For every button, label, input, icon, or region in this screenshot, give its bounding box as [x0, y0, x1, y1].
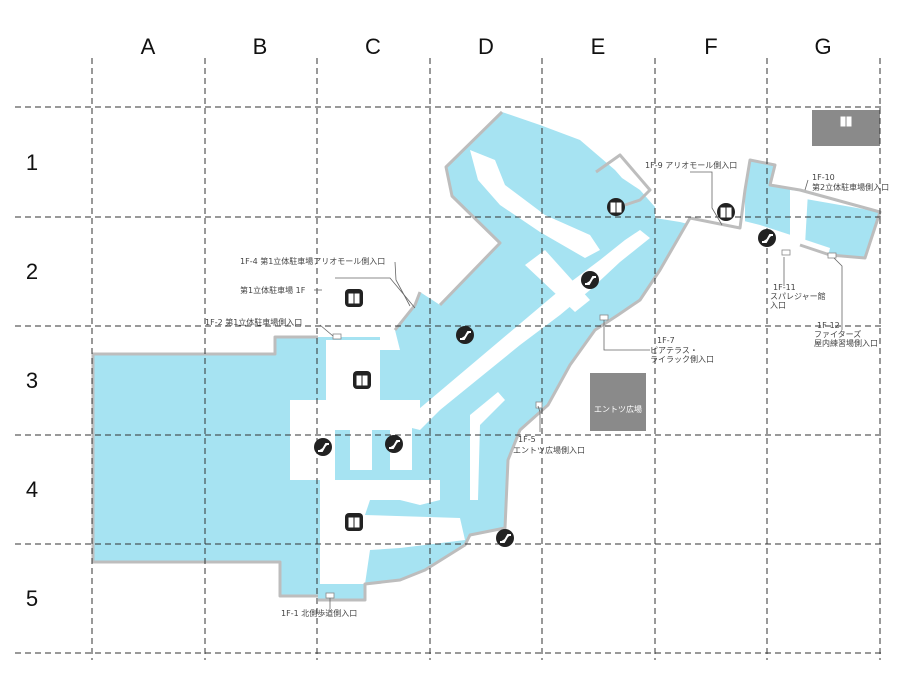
entrance-label-1f-12-number[interactable]: 1F-12: [817, 321, 840, 330]
elevator-icon[interactable]: [345, 513, 363, 531]
escalator-icon[interactable]: [581, 271, 599, 289]
escalator-icon[interactable]: [385, 435, 403, 453]
elevator-icons: [345, 116, 852, 531]
escalator-icon[interactable]: [314, 438, 332, 456]
corridor-central-aisle: [470, 392, 505, 500]
entrance-marker-1f-7[interactable]: [599, 314, 609, 321]
corridor-west-upper: [326, 340, 380, 400]
entrance-label-1f-12-name2[interactable]: 屋内練習場側入口: [814, 338, 878, 348]
elevator-icon[interactable]: [345, 289, 363, 307]
outline-central: [318, 217, 692, 602]
corridor-west-mid: [290, 400, 420, 480]
entrance-marker-1f-12[interactable]: [827, 252, 837, 259]
row-label-3: 3: [26, 368, 38, 393]
outline-west: [91, 335, 318, 598]
column-label-e: E: [591, 34, 606, 59]
entrance-label-1f-7-number[interactable]: 1F-7: [657, 336, 675, 345]
entrance-label-1f-4-parking[interactable]: 第1立体駐車場 1F: [240, 285, 306, 295]
entrance-label-1f-7-name[interactable]: ピアテラス・: [650, 346, 698, 355]
entotsu-area-label: エントツ広場: [594, 404, 642, 414]
external-block-northeast: [812, 110, 880, 146]
grid-lines: [15, 58, 882, 660]
column-labels: A B C D E F G: [141, 34, 832, 59]
entrance-label-1f-7-name2[interactable]: ライラック側入口: [650, 354, 714, 364]
corridor-north: [470, 150, 600, 258]
row-label-1: 1: [26, 150, 38, 175]
column-label-b: B: [253, 34, 268, 59]
elevator-icon[interactable]: [607, 198, 625, 216]
escalator-icon[interactable]: [758, 229, 776, 247]
entrance-marker-1f-11[interactable]: [781, 249, 791, 256]
row-labels: 1 2 3 4 5: [26, 150, 38, 611]
external-block-entotsu: [590, 373, 646, 431]
column-label-g: G: [814, 34, 831, 59]
entrance-label-1f-11-name[interactable]: スパレジャー館: [770, 291, 826, 301]
entrance-labels: 1F-1 北側歩道側入口 1F-2 第1立体駐車場側入口 1F-4 第1立体駐車…: [205, 160, 889, 618]
floor-area-west[interactable]: [93, 337, 318, 596]
entrance-label-1f-9[interactable]: 1F-9 アリオモール側入口: [645, 160, 737, 170]
entrance-marker-1f-5[interactable]: [535, 401, 543, 409]
row-label-4: 4: [26, 477, 38, 502]
outlines: [91, 110, 882, 602]
entrance-label-1f-11-number[interactable]: 1F-11: [773, 283, 796, 292]
entrance-label-1f-11-name2[interactable]: 入口: [770, 301, 786, 310]
outline-link: [393, 291, 422, 331]
outline-north: [438, 110, 504, 307]
entrance-label-1f-12-name[interactable]: ファイターズ: [814, 329, 861, 339]
entrance-markers: [325, 249, 837, 599]
entrance-label-1f-5-number[interactable]: 1F-5: [518, 435, 536, 444]
elevator-icon[interactable]: [717, 203, 735, 221]
outline-east: [689, 158, 882, 260]
entrance-label-1f-1[interactable]: 1F-1 北側歩道側入口: [281, 608, 357, 618]
column-label-f: F: [704, 34, 717, 59]
row-label-2: 2: [26, 259, 38, 284]
elevator-icon[interactable]: [840, 116, 852, 127]
column-label-a: A: [141, 34, 156, 59]
escalator-icon[interactable]: [456, 326, 474, 344]
entrance-label-1f-2[interactable]: 1F-2 第1立体駐車場側入口: [205, 317, 302, 327]
corridor-east-link: [655, 205, 830, 256]
corridor-north-cross: [525, 250, 590, 312]
entrance-label-1f-4[interactable]: 1F-4 第1立体駐車場アリオモール側入口: [240, 256, 385, 266]
entrance-marker-1f-1[interactable]: [325, 592, 335, 599]
entrance-label-1f-10-number[interactable]: 1F-10: [812, 173, 835, 182]
entrance-label-1f-10-name[interactable]: 第2立体駐車場側入口: [812, 182, 889, 192]
entrance-marker-1f-2[interactable]: [332, 333, 342, 340]
escalator-icon[interactable]: [496, 529, 514, 547]
elevator-icon[interactable]: [353, 371, 371, 389]
outline-north-annex: [595, 153, 652, 207]
leader-lines: [314, 171, 843, 609]
escalator-icons: [314, 229, 776, 547]
row-label-5: 5: [26, 586, 38, 611]
entrance-label-1f-5-name[interactable]: エントツ広場側入口: [513, 445, 585, 455]
column-label-d: D: [478, 34, 494, 59]
corridor-south: [320, 480, 465, 584]
column-label-c: C: [365, 34, 381, 59]
